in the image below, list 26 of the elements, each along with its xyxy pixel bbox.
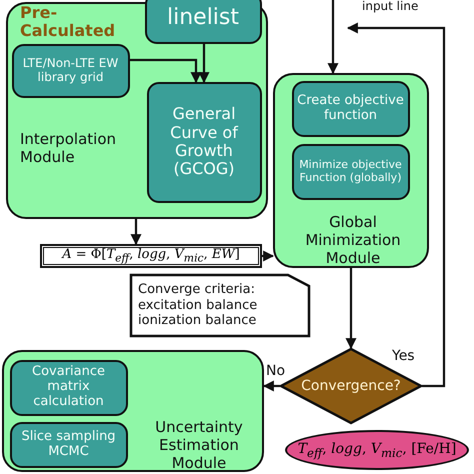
module-title: Global Minimization Module: [304, 213, 402, 267]
arrow: [328, 0, 338, 74]
arrow: [130, 58, 202, 84]
formula-box: A = Φ[T$_{eff}$, logg, V$_{mic}$, EW]: [40, 244, 262, 268]
module-panel: [2, 350, 264, 472]
process-box: LTE/Non-LTE EW library grid: [12, 44, 130, 98]
arrow: [130, 219, 142, 246]
process-box: General Curve of Growth (GCOG): [146, 82, 262, 202]
process-box: linelist: [144, 0, 262, 44]
module-title: Interpolation Module: [20, 130, 117, 166]
arrow: [262, 250, 274, 262]
process-box: Minimize objective Function (globally): [292, 144, 410, 200]
process-box: Create objective function: [292, 80, 410, 136]
arrow: [346, 22, 446, 388]
section-heading: Pre-Calculated: [20, 4, 116, 40]
module-panel: [273, 73, 429, 268]
process-box: Covariance matrix calculation: [10, 360, 128, 416]
note-callout: Converge criteria: excitation balance ionization balance: [130, 274, 310, 337]
arrow: [198, 44, 210, 84]
output-ellipse: T$_{eff}$, logg, V$_{mic}$, [Fe/H]: [285, 430, 469, 470]
process-box: Slice sampling MCMC: [10, 422, 128, 468]
arrow: [346, 268, 356, 350]
module-panel: [6, 2, 268, 219]
module-title: Uncertainty Estimation Module: [154, 418, 244, 472]
arrow: [262, 380, 280, 392]
connector-label: input line: [362, 0, 420, 14]
